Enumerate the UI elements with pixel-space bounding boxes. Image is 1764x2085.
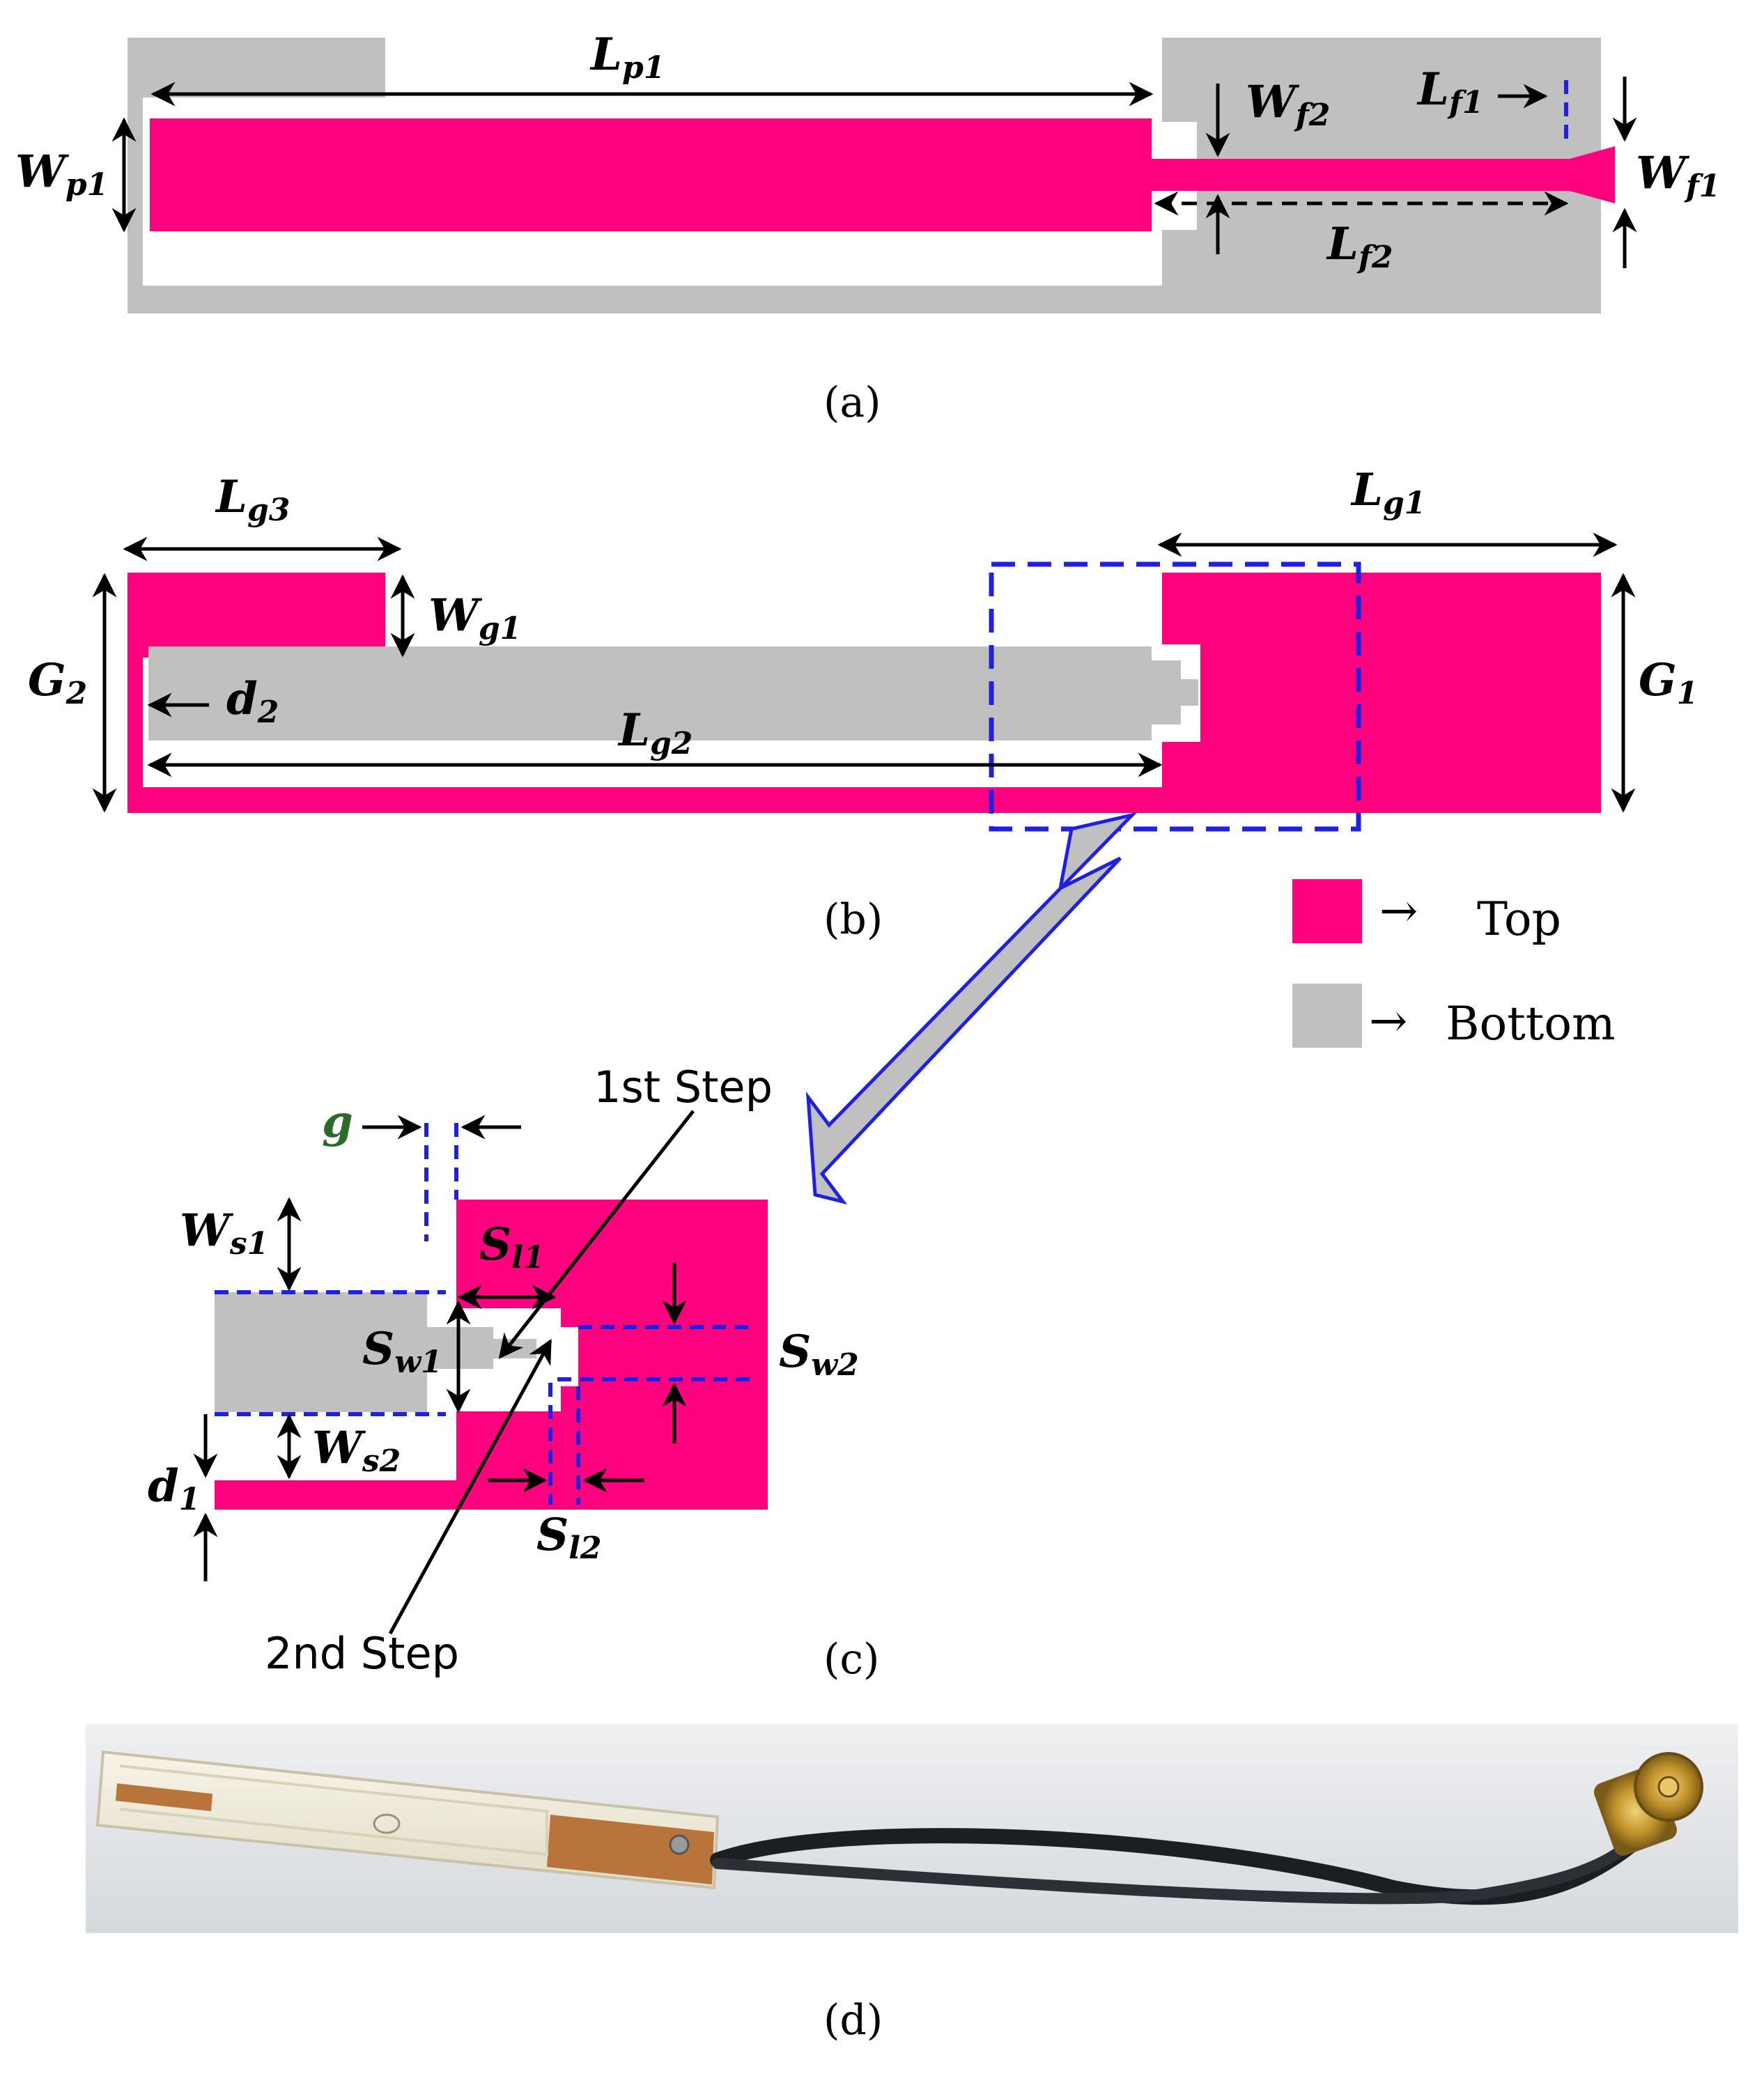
label-g1: G1	[1639, 654, 1698, 711]
legend-top-swatch	[1292, 879, 1362, 943]
label-lf1: Lf1	[1416, 63, 1484, 121]
panel-d: (d)	[86, 1724, 1738, 2045]
panel-a: Lp1 Wp1 Wf2 Lf1 Wf1 Lf2 (a)	[15, 29, 1720, 427]
label-g2: G2	[28, 654, 87, 711]
label-first-step: 1st Step	[594, 1062, 773, 1113]
label-lg3: Lg3	[215, 471, 290, 528]
label-d2: d2	[226, 673, 279, 730]
legend-bottom-swatch	[1292, 984, 1362, 1048]
substrate-strip-left	[127, 38, 143, 313]
sma-pin	[1657, 1776, 1680, 1798]
label-lg1: Lg1	[1350, 464, 1425, 521]
caption-d: (d)	[823, 1996, 883, 2045]
legend-top-label: Top	[1477, 892, 1561, 946]
label-d1: d1	[148, 1460, 200, 1517]
feed-taper	[1570, 146, 1615, 203]
label-wg1: Wg1	[428, 589, 521, 646]
radiating-patch	[150, 118, 1152, 231]
legend-top-arrow: →	[1379, 884, 1418, 938]
caption-a: (a)	[823, 378, 881, 427]
ground-main-block	[1162, 573, 1601, 813]
legend-bottom-arrow: →	[1369, 994, 1407, 1048]
pointer-first-step	[498, 1110, 695, 1359]
label-lg2: Lg2	[617, 704, 693, 761]
coax-cable	[710, 1828, 1638, 1905]
detail-ground-strip	[215, 1480, 472, 1510]
label-sw1: Sw1	[362, 1323, 442, 1380]
detail-notch-white2	[561, 1327, 578, 1386]
label-g: g	[322, 1096, 353, 1148]
pcb-copper-ground	[547, 1815, 714, 1884]
label-ws2: Ws2	[312, 1422, 401, 1479]
zoom-highlight-box	[989, 561, 1361, 832]
label-sl1: Sl1	[479, 1218, 545, 1276]
label-wf1: Wf1	[1636, 147, 1720, 204]
detail-feed-bottom	[215, 1292, 427, 1412]
caption-b: (b)	[823, 895, 883, 944]
patch-bottom-step1	[1152, 660, 1181, 724]
pcb-patch-outline	[119, 1765, 548, 1857]
label-wf2: Wf2	[1246, 76, 1330, 133]
label-lf2: Lf2	[1326, 218, 1393, 275]
pcb-logo-mark	[373, 1813, 401, 1834]
label-lp1: Lp1	[589, 29, 665, 86]
patch-bottom-step2	[1181, 679, 1198, 706]
coax-cable-loop	[712, 1834, 1643, 1905]
pcb-copper-stub	[116, 1783, 212, 1811]
pointer-second-step	[388, 1338, 552, 1635]
feed-line	[1152, 159, 1570, 191]
patch-bottom	[148, 646, 1152, 741]
ground-left-edge	[127, 573, 143, 813]
ground-left-stub	[127, 573, 385, 658]
legend-bottom-label: Bottom	[1446, 997, 1616, 1051]
legend: → Top → Bottom	[1292, 879, 1616, 1051]
panel-b: Lg3 Lg1 Wg1 G2 G1 d2 Lg2 (b)	[28, 464, 1698, 1205]
label-sw2: Sw2	[779, 1326, 859, 1383]
label-ws1: Ws1	[180, 1204, 268, 1262]
panel-c: g 1st Step 2nd Step Ws1 Ws2 d1 Sl1 Sw1 S…	[148, 1062, 879, 1684]
label-second-step: 2nd Step	[265, 1628, 459, 1679]
label-sl2: Sl2	[536, 1509, 602, 1566]
zoom-arrow	[805, 812, 1138, 1205]
label-wp1: Wp1	[15, 146, 108, 203]
caption-c: (c)	[823, 1635, 879, 1684]
pcb-solder-point	[669, 1834, 690, 1855]
